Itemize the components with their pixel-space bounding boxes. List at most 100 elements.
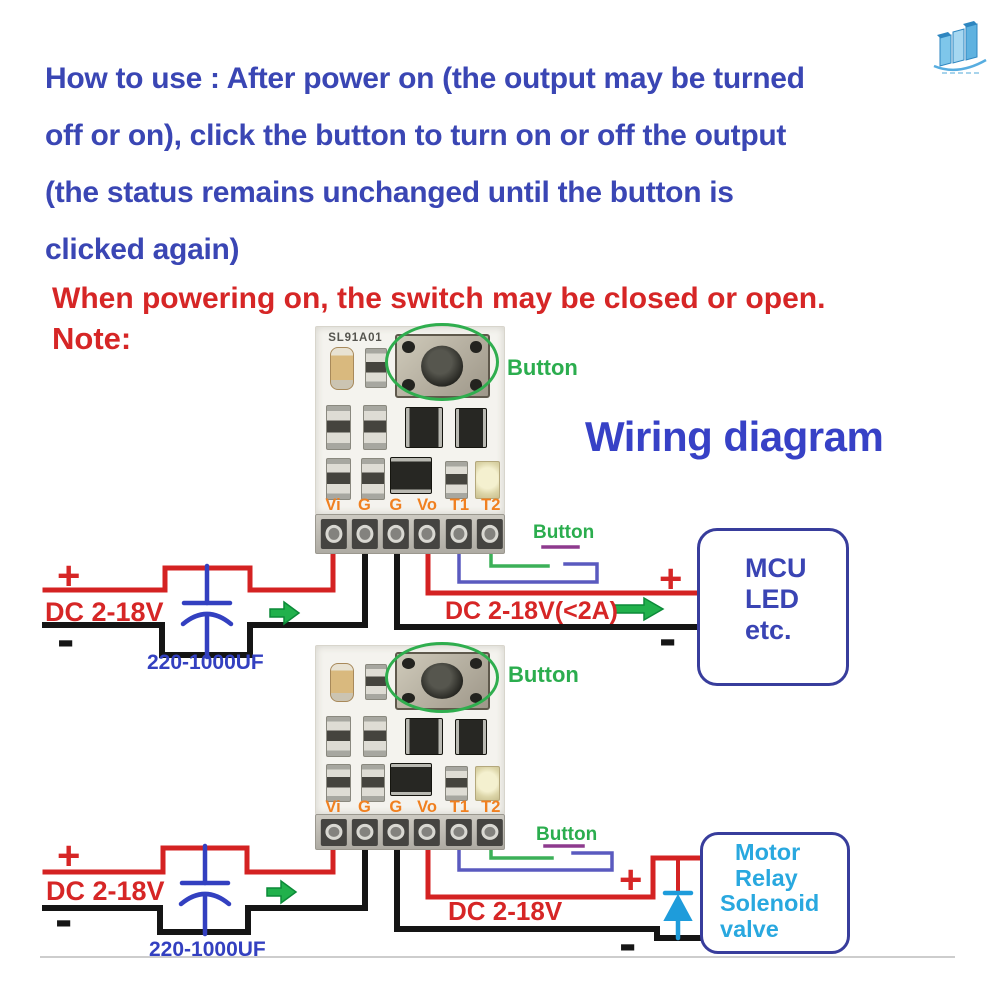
pin-label-t1: T1 [449, 495, 470, 514]
resistor-component [326, 763, 352, 802]
regulator-component [390, 762, 432, 796]
solder-pad [445, 818, 473, 846]
pin-label-t2: T2 [481, 797, 501, 816]
warning-text: When powering on, the switch may be clos… [52, 282, 826, 315]
solder-pad [351, 518, 379, 550]
d1-output-positive-wire [425, 543, 702, 596]
howto-line: (the status remains unchanged until the … [45, 176, 734, 209]
polarity-plus: + [619, 858, 643, 902]
d1-input-negative-wire [42, 543, 368, 658]
input-voltage-label: DC 2-18V [45, 597, 164, 627]
solder-pad [382, 818, 410, 846]
pin-label-vi: Vi [325, 797, 341, 816]
input-voltage-label: DC 2-18V [46, 876, 165, 906]
led-component [474, 460, 501, 500]
pin-label-vi: Vi [325, 495, 341, 514]
howto-line: off or on), click the button to turn on … [45, 119, 787, 152]
pin-header-strip [315, 514, 505, 554]
load-line: Solenoid [720, 890, 820, 916]
brand-watermark-icon [928, 20, 994, 85]
d2-output-positive-wire [425, 833, 705, 900]
pin-label-g: G [357, 495, 371, 514]
load-line: valve [720, 915, 779, 942]
pin-label-g: G [389, 495, 403, 514]
resistor-component [360, 458, 386, 501]
howto-line: clicked again) [45, 233, 240, 266]
solder-pad [320, 518, 348, 550]
resistor-component [326, 715, 352, 757]
transistor-component [454, 408, 487, 448]
resistor-component [365, 664, 388, 701]
polarity-minus: - [57, 611, 75, 669]
solder-pad [476, 518, 504, 550]
load-line: MCU [745, 553, 807, 583]
resistor-component [445, 460, 468, 500]
how-to-use-text: How to use : After power on (the output … [45, 50, 805, 278]
pin-label-t1: T1 [449, 797, 470, 816]
led-component [474, 765, 501, 801]
external-button-label: Button [536, 824, 598, 845]
d2-input-negative-wire [42, 833, 368, 935]
button-highlight-ellipse [385, 322, 500, 402]
resistor-component [445, 765, 468, 801]
button-callout-label: Button [507, 355, 578, 380]
model-number: SL91A01 [328, 331, 383, 344]
polarity-minus: - [55, 891, 73, 949]
footer-divider [40, 956, 955, 958]
flyback-diode-symbol [662, 890, 694, 941]
pin-header-strip [315, 814, 505, 850]
pin-label-t2: T2 [481, 495, 501, 514]
output-voltage-label: DC 2-18V(<2A) [445, 597, 618, 625]
transistor-component [454, 718, 487, 755]
pin-label-vo: Vo [417, 495, 438, 514]
module-photo-1: SL91A01 Vi G G Vo T1 T2 [315, 322, 505, 554]
pin-label-vo: Vo [417, 797, 438, 816]
d2-output-negative-wire [394, 833, 705, 941]
polarity-plus: + [57, 554, 81, 598]
resistor-component [362, 715, 388, 757]
solder-pad [320, 818, 348, 846]
pin-label-g: G [389, 797, 403, 816]
resistor-component [360, 763, 386, 802]
diagram1-wiring [42, 543, 702, 658]
button-highlight-ellipse [385, 641, 500, 713]
solder-pad [413, 518, 441, 550]
solder-pad [476, 818, 504, 846]
d2-input-positive-wire [42, 833, 336, 875]
howto-line: How to use : After power on (the output … [45, 62, 805, 95]
d1-t1-wire [457, 544, 599, 584]
polarity-plus: + [659, 557, 683, 601]
flow-arrow-icon [269, 600, 301, 626]
load-line: Relay [735, 864, 798, 891]
d1-input-positive-wire [42, 543, 336, 593]
polarity-minus: - [619, 915, 637, 973]
external-button-label: Button [533, 522, 595, 543]
load-line: Motor [735, 839, 801, 865]
diagram1-capacitor-symbol [180, 563, 234, 660]
load-line: LED [745, 584, 799, 614]
resistor-component [365, 347, 388, 388]
flow-arrow-icon [266, 879, 298, 905]
regulator-component [390, 457, 432, 494]
polarity-plus: + [57, 834, 81, 878]
module-photo-2: Vi G G Vo T1 T2 [315, 641, 505, 850]
polarity-minus: - [659, 610, 677, 668]
solder-pad [351, 818, 379, 846]
load-line: etc. [745, 615, 792, 645]
resistor-component [362, 404, 388, 451]
flow-arrow-icon [614, 596, 665, 622]
wiring-diagram-title: Wiring diagram [585, 413, 884, 460]
resistor-component [326, 404, 352, 451]
solder-pad [413, 818, 441, 846]
transistor-component [405, 406, 444, 448]
d1-output-negative-wire [394, 543, 702, 630]
capacitor-value-label: 220-1000UF [147, 651, 264, 674]
resistor-component [326, 458, 352, 501]
transistor-component [405, 717, 444, 755]
capacitor-component [330, 663, 354, 703]
button-callout-label: Button [508, 662, 579, 687]
load-box-mcu: MCU LED etc. [697, 528, 849, 686]
output-voltage-label: DC 2-18V [448, 896, 563, 926]
